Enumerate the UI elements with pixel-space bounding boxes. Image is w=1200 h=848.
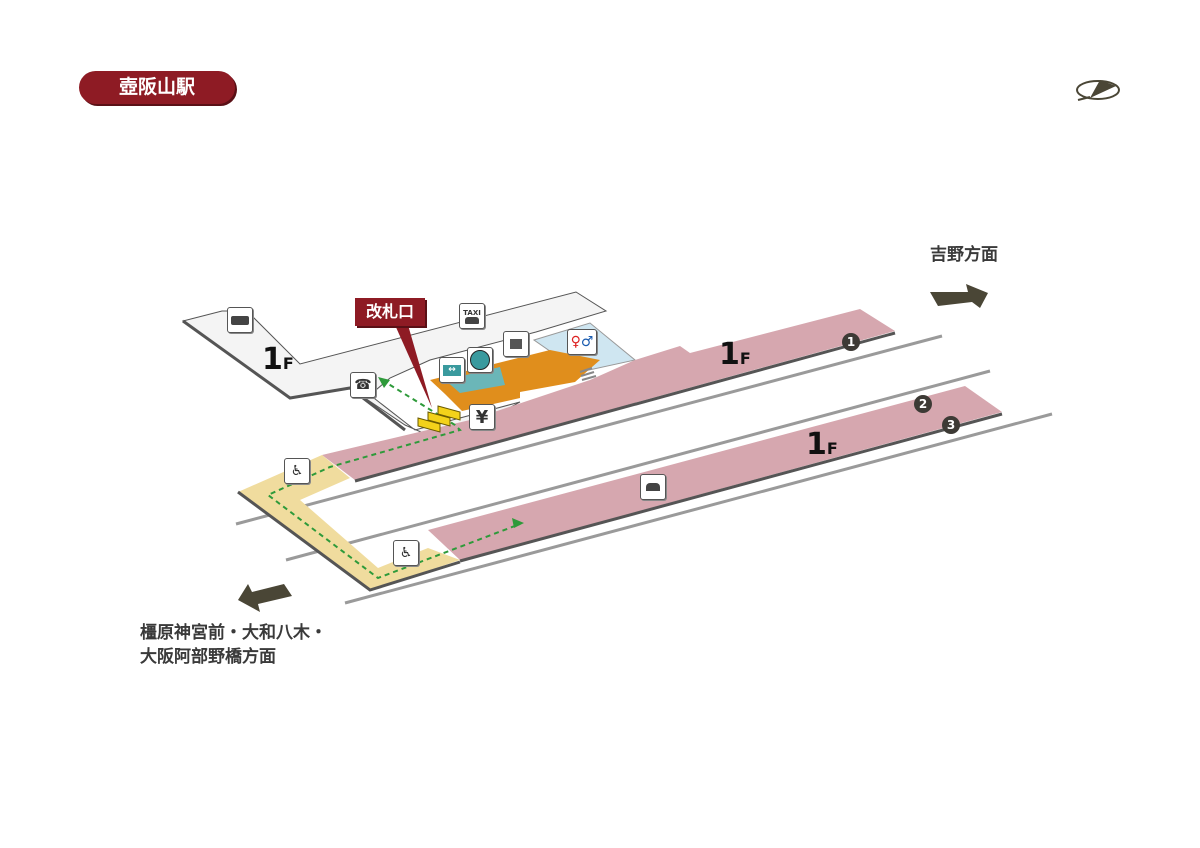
arrow-south-icon: [238, 584, 292, 612]
platform-number-1: 1: [842, 333, 860, 351]
taxi-icon: TAXI: [459, 303, 485, 329]
wheelchair-icon: ♿: [284, 458, 310, 484]
direction-south-line1: 橿原神宮前・大和八木・: [140, 623, 327, 643]
compass-icon: [1076, 80, 1120, 101]
station-name: 壺阪山駅: [79, 71, 235, 104]
floor-label-platform23: 1F: [806, 427, 838, 462]
floor-label-concourse: 1F: [262, 342, 294, 377]
wheelchair-icon: ♿: [393, 540, 419, 566]
platform-number-3: 3: [942, 416, 960, 434]
ticket-area: [430, 350, 600, 411]
ticket-gates: [417, 405, 461, 433]
restroom-icon: ♀♂: [567, 329, 597, 355]
arrow-north-icon: [930, 284, 988, 308]
platform-number-2: 2: [914, 395, 932, 413]
floor-label-platform1: 1F: [719, 337, 751, 372]
accessible-route: [266, 379, 521, 580]
stairs-icon: [579, 367, 597, 381]
waiting-area-icon: [640, 474, 666, 500]
phone-icon: ☎: [350, 372, 376, 398]
direction-south-line2: 大阪阿部野橋方面: [140, 647, 276, 667]
information-display-icon: ↔: [439, 357, 465, 383]
escalator-icon: [467, 347, 493, 373]
ramp-path: [238, 455, 460, 590]
coin-locker-icon: [503, 331, 529, 357]
tracks: [235, 334, 1053, 605]
ticket-gate-label: 改札口: [355, 298, 425, 326]
platform-1: [322, 309, 895, 480]
yen-icon: ¥: [469, 404, 495, 430]
bus-icon: [227, 307, 253, 333]
platform-2-3: [428, 386, 1002, 560]
direction-north: 吉野方面: [930, 245, 998, 265]
